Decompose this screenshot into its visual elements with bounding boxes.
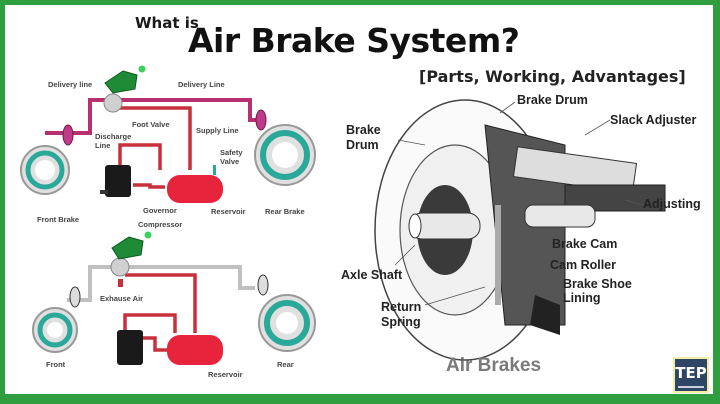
label-return: Return bbox=[381, 300, 422, 314]
label-brake-drum-left-2: Drum bbox=[346, 138, 379, 152]
pre-title: What is bbox=[135, 14, 199, 32]
label-discharge-line: Line bbox=[95, 141, 111, 150]
label-brake-shoe: Brake Shoe bbox=[563, 277, 632, 291]
label-discharge: Discharge bbox=[95, 132, 132, 141]
label-brake-drum-left: Brake bbox=[346, 123, 381, 137]
label-slack-adjuster: Slack Adjuster bbox=[610, 113, 697, 127]
schematic-drawing bbox=[20, 65, 666, 365]
label-brake-drum-top: Brake Drum bbox=[517, 93, 588, 107]
page-title: Air Brake System? bbox=[188, 21, 520, 60]
logo-text: TEP bbox=[675, 364, 707, 382]
label-brake-cam: Brake Cam bbox=[552, 237, 618, 251]
label-delivery-line-left: Delivery line bbox=[48, 80, 93, 89]
diagram-caption: Air Brakes bbox=[446, 355, 542, 376]
subtitle: [Parts, Working, Advantages] bbox=[419, 67, 686, 86]
label-governor: Governor bbox=[143, 206, 177, 215]
tep-logo: TEP bbox=[673, 357, 709, 393]
label-safety: Safety bbox=[220, 148, 243, 157]
label-reservoir-bottom: Reservoir bbox=[208, 370, 243, 379]
label-brake-shoe-lining: Lining bbox=[563, 291, 601, 305]
label-front-brake: Front Brake bbox=[37, 215, 80, 224]
label-rear: Rear bbox=[277, 360, 294, 369]
label-reservoir: Reservoir bbox=[211, 207, 246, 216]
label-exhaust-air: Exhause Air bbox=[100, 294, 144, 303]
label-compressor: Compressor bbox=[138, 220, 183, 229]
label-rear-brake: Rear Brake bbox=[265, 207, 305, 216]
label-return-spring: Spring bbox=[381, 315, 421, 329]
logo-underline bbox=[678, 386, 704, 388]
label-supply-line: Supply Line bbox=[196, 126, 239, 135]
label-front: Front bbox=[46, 360, 66, 369]
infographic-canvas: What is Air Brake System? [Parts, Workin… bbox=[5, 5, 713, 394]
label-foot-valve: Foot Valve bbox=[132, 120, 170, 129]
label-safety-valve: Valve bbox=[220, 157, 240, 166]
label-adjusting: Adjusting bbox=[643, 197, 701, 211]
label-cam-roller: Cam Roller bbox=[550, 258, 616, 272]
label-axle-shaft: Axle Shaft bbox=[341, 268, 403, 282]
label-delivery-line-right: Delivery Line bbox=[178, 80, 225, 89]
